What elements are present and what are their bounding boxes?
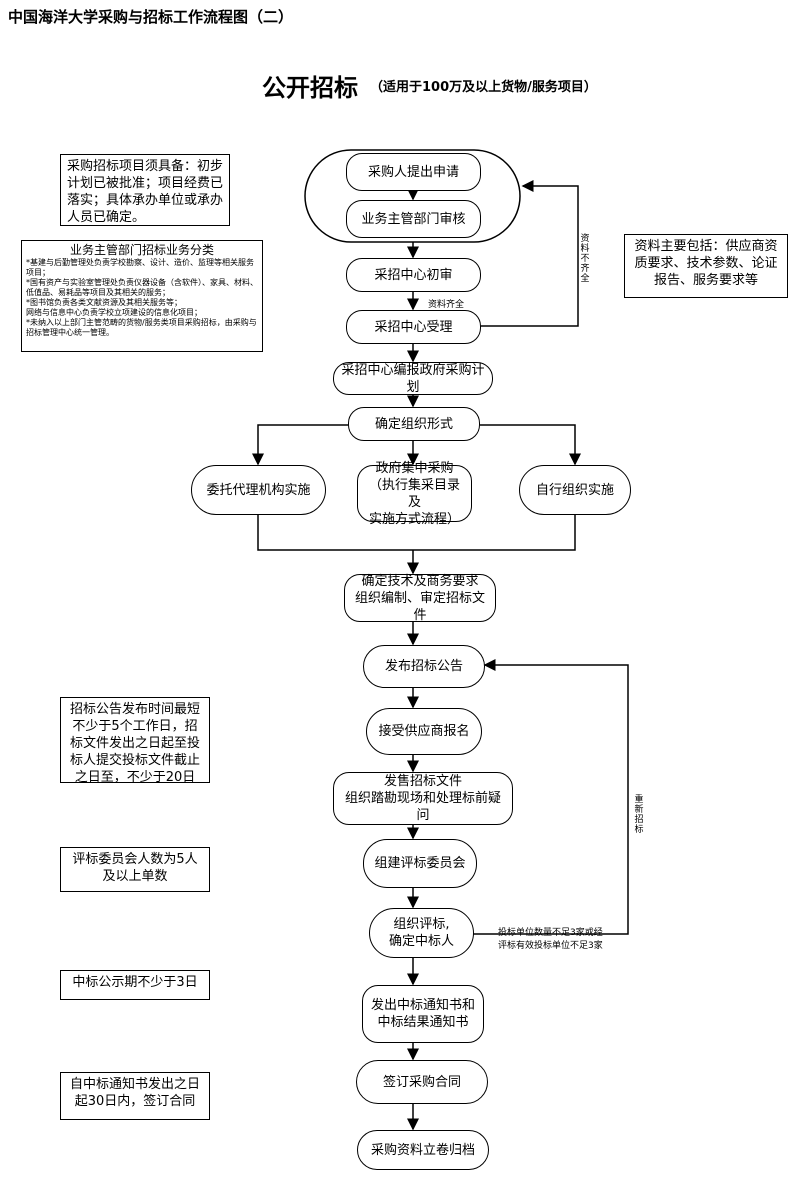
node-sell-docs: 发售招标文件 组织踏勘现场和处理标前疑问 (333, 772, 513, 825)
node-apply: 采购人提出申请 (346, 153, 481, 191)
note-announce-time: 招标公告发布时间最短不少于5个工作日，招标文件发出之日起至投标人提交投标文件截止… (60, 697, 210, 785)
node-archive: 采购资料立卷归档 (357, 1130, 489, 1170)
node-gov-central: 政府集中采购 （执行集采目录及 实施方式流程） (357, 461, 472, 527)
note-public-period: 中标公示期不少于3日 (60, 970, 210, 1000)
node-dept-review: 业务主管部门审核 (346, 200, 481, 238)
note-committee-size: 评标委员会人数为5人及以上单数 (60, 847, 210, 892)
node-notice: 发出中标通知书和 中标结果通知书 (362, 985, 484, 1043)
node-evaluate: 组织评标, 确定中标人 (369, 908, 474, 958)
node-agency: 委托代理机构实施 (191, 465, 326, 515)
label-rebid-condition-1: 投标单位数量不足3家或经 (498, 928, 603, 938)
node-center-first-review: 采招中心初审 (346, 258, 481, 292)
node-register: 接受供应商报名 (366, 708, 482, 755)
note-dept-body: *基建与后勤管理处负责学校勘察、设计、造价、监理等相关服务项目； *国有资产与实… (26, 258, 258, 337)
document-title: 中国海洋大学采购与招标工作流程图（二） (8, 8, 294, 26)
node-org-form: 确定组织形式 (348, 407, 480, 441)
note-materials: 资料主要包括：供应商资质要求、技术参数、论证报告、服务要求等 (624, 234, 788, 298)
label-docs-incomplete: 资料不齐全 (580, 234, 590, 284)
node-gov-plan: 采招中心编报政府采购计划 (333, 362, 493, 395)
node-self-org: 自行组织实施 (519, 465, 631, 515)
node-tech-req: 确定技术及商务要求 组织编制、审定招标文件 (344, 574, 496, 623)
note-contract-time: 自中标通知书发出之日起30日内，签订合同 (60, 1072, 210, 1120)
node-center-accept: 采招中心受理 (346, 310, 481, 344)
main-title: 公开招标 (262, 74, 358, 102)
note-prereq: 采购招标项目须具备：初步计划已被批准；项目经费已落实；具体承办单位或承办人员已确… (60, 154, 230, 226)
main-subtitle: （适用于100万及以上货物/服务项目） (370, 80, 597, 95)
note-dept-title: 业务主管部门招标业务分类 (69, 243, 214, 257)
label-rebid-condition-2: 评标有效投标单位不足3家 (498, 941, 603, 951)
node-contract: 签订采购合同 (356, 1060, 488, 1104)
note-dept-classification: 业务主管部门招标业务分类 *基建与后勤管理处负责学校勘察、设计、造价、监理等相关… (21, 240, 263, 352)
label-docs-complete: 资料齐全 (428, 300, 465, 310)
node-publish: 发布招标公告 (363, 645, 485, 688)
label-rebid: 重新招标 (634, 795, 644, 835)
node-committee: 组建评标委员会 (363, 839, 477, 888)
